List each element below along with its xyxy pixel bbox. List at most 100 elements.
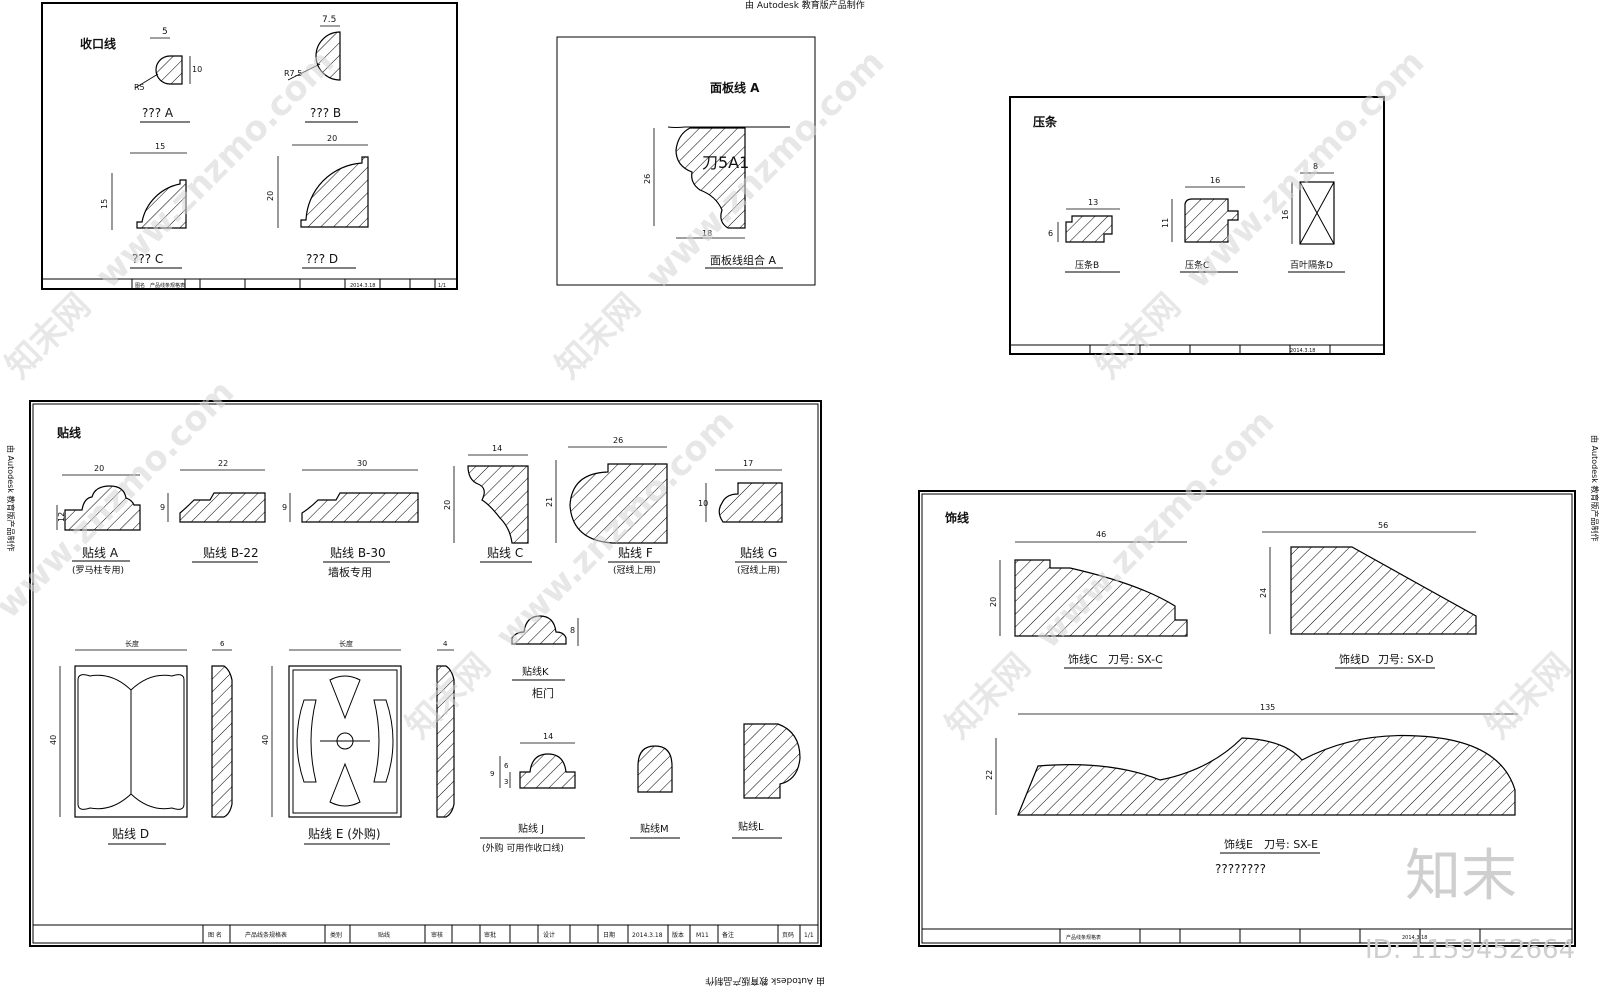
dim-tx-d-w: 长度 [125, 639, 139, 648]
profile-tiexian-k: 8 贴线K 柜门 [511, 615, 579, 700]
label-tiexian-m: 贴线M [640, 822, 669, 835]
dim-c-w: 15 [155, 142, 165, 151]
watermark-site: www.znzmo.com [0, 372, 242, 626]
profile-shixian-c: 46 20 饰线C 刀号: SX-C [989, 530, 1188, 669]
dim-sx-d-h: 24 [1259, 588, 1268, 598]
tb4-c16: 页码 [782, 931, 794, 939]
side-note-left: 由 Autodesk 教育版产品制作 [6, 445, 16, 551]
label-shoukou-b: ??? B [310, 106, 341, 120]
tb4-c9: 设计 [543, 931, 555, 939]
label-shixian-c: 饰线C [1068, 652, 1098, 666]
dim-a-h: 10 [192, 65, 202, 74]
dim-tx-e-t: 4 [443, 640, 448, 648]
profile-tiexian-d: 长度 6 40 贴线 D [49, 639, 233, 845]
tb4-c17: 1/1 [804, 932, 814, 939]
sheet1-titleblock: 图名 产品线条规格表 2014.3.18 1/1 [131, 279, 446, 289]
knife-shixian-d: 刀号: SX-D [1378, 653, 1434, 666]
profile-tiexian-m: 贴线M [630, 745, 680, 839]
profile-yatiao-d: 8 16 百叶隔条D [1281, 162, 1345, 273]
dim-yatiao-b-h: 6 [1048, 229, 1053, 238]
dim-a-w: 5 [162, 27, 168, 37]
dim-tx-d-h: 40 [49, 735, 58, 745]
watermark-brand: 知末网 [1478, 646, 1578, 746]
label-tiexian-g: 贴线 G [740, 546, 777, 560]
dim-tx-g-h: 10 [698, 499, 708, 508]
footer-note: 由 Autodesk 教育版产品制作 [705, 975, 825, 987]
dim-c-h: 15 [100, 199, 109, 209]
dim-sx-c-w: 46 [1096, 530, 1106, 539]
label-tiexian-l: 贴线L [738, 820, 764, 833]
profile-yatiao-b: 13 6 压条B [1048, 198, 1120, 273]
dim-tx-j-h3: 9 [490, 770, 494, 778]
profile-tiexian-c: 14 20 贴线 C [443, 444, 532, 563]
label-shoukou-a: ??? A [142, 106, 174, 120]
dim-yatiao-b-w: 13 [1088, 198, 1098, 207]
label-tiexian-f: 贴线 F [618, 546, 653, 560]
tb4-c14: 备注 [722, 931, 734, 939]
dim-tx-j-w: 14 [543, 732, 553, 741]
profile-yatiao-c: 16 11 压条C [1161, 176, 1245, 273]
sheet-tiexian: 贴线 图 名 产品线条规格表 类别 贴线 审核 审批 设 [29, 400, 822, 947]
tb4-c7: 审批 [484, 931, 496, 939]
profile-shoukou-b: 7.5 R7.5 ??? B [284, 15, 358, 123]
label-tiexian-e: 贴线 E (外购) [308, 826, 381, 841]
sheet3-title: 压条 [1033, 114, 1058, 129]
label-yatiao-b: 压条B [1075, 259, 1099, 271]
dim-tx-b22-w: 22 [218, 459, 228, 468]
dim-tx-a-w: 20 [94, 464, 104, 473]
watermark-brand: 知末网 [0, 286, 98, 386]
tb4-c1: 图 名 [208, 931, 222, 939]
label-tiexian-b30: 贴线 B-30 [330, 546, 386, 560]
tb1-name-label: 图名 [135, 282, 145, 289]
profile-shixian-d: 56 24 饰线D 刀号: SX-D [1259, 521, 1477, 669]
profile-tiexian-f: 26 21 贴线 F (冠线上用) [545, 436, 668, 576]
label-tiexian-j: 贴线 J [518, 822, 544, 835]
sheet4-titleblock: 图 名 产品线条规格表 类别 贴线 审核 审批 设计 日期 2014.3.18 … [202, 925, 814, 943]
tb1-page: 1/1 [438, 283, 446, 289]
sub-tiexian-j: (外购 可用作收口线) [482, 842, 564, 854]
tb5-name: 产品线条规格表 [1066, 934, 1101, 941]
tb1-name-value: 产品线条规格表 [150, 282, 185, 289]
tb4-c3: 类别 [330, 931, 342, 939]
label-shixian-d: 饰线D [1339, 652, 1369, 666]
dim-tx-a-h: 12 [57, 512, 66, 522]
profile-tiexian-l: 贴线L [732, 723, 801, 839]
sheet-yatiao: 2014.3.18 压条 13 6 压条B 16 11 压条C 8 [1009, 96, 1385, 355]
tb4-c10: 日期 [603, 931, 615, 939]
dim-tx-b22-h: 9 [160, 503, 165, 512]
dim-d-w: 20 [327, 134, 337, 143]
tb4-c5: 审核 [431, 931, 443, 939]
knife-shixian-e: 刀号: SX-E [1264, 838, 1318, 851]
dim-yatiao-d-h: 16 [1281, 210, 1290, 220]
sheet-shoukou: 图名 产品线条规格表 2014.3.18 1/1 收口线 5 10 R5 ???… [41, 2, 458, 290]
dim-tx-b30-h: 9 [282, 503, 287, 512]
watermark-brand: 知末网 [548, 286, 648, 386]
dim-tx-f-w: 26 [613, 436, 623, 445]
tb5-date: 2014.3.18 [1402, 935, 1427, 941]
dim-sx-c-h: 20 [989, 597, 998, 607]
dim-sx-d-w: 56 [1378, 521, 1388, 530]
dim-a-r: R5 [134, 83, 145, 92]
sheet2-title: 面板线 A [710, 80, 760, 95]
sheet2-dim-h: 26 [643, 174, 652, 184]
dim-tx-b30-w: 30 [357, 459, 367, 468]
label-shoukou-c: ??? C [132, 252, 163, 266]
label-yatiao-d: 百叶隔条D [1290, 259, 1333, 271]
dim-tx-f-h: 21 [545, 497, 554, 507]
profile-tiexian-b30: 30 9 贴线 B-30 墙板专用 [282, 459, 419, 579]
tb3-date: 2014.3.18 [1290, 348, 1315, 354]
sub-tiexian-b30: 墙板专用 [328, 565, 372, 579]
watermark-site: www.znzmo.com [1178, 42, 1432, 296]
profile-shoukou-c: 15 15 ??? C [100, 142, 187, 269]
sub-tiexian-g: (冠线上用) [737, 564, 780, 576]
dim-b-w: 7.5 [322, 15, 336, 25]
dim-tx-j-h2: 3 [504, 778, 508, 786]
watermark-brand: 知末网 [938, 646, 1038, 746]
header-note: 由 Autodesk 教育版产品制作 [745, 0, 865, 11]
sheet-shixian: 产品线条规格表 2014.3.18 饰线 46 20 饰线C 刀号: SX-C … [918, 490, 1576, 947]
knife-shixian-c: 刀号: SX-C [1108, 653, 1163, 666]
sheet5-title: 饰线 [945, 510, 969, 525]
label-shoukou-d: ??? D [306, 252, 338, 266]
label-yatiao-c: 压条C [1185, 259, 1209, 271]
sheet1-title: 收口线 [80, 36, 116, 51]
